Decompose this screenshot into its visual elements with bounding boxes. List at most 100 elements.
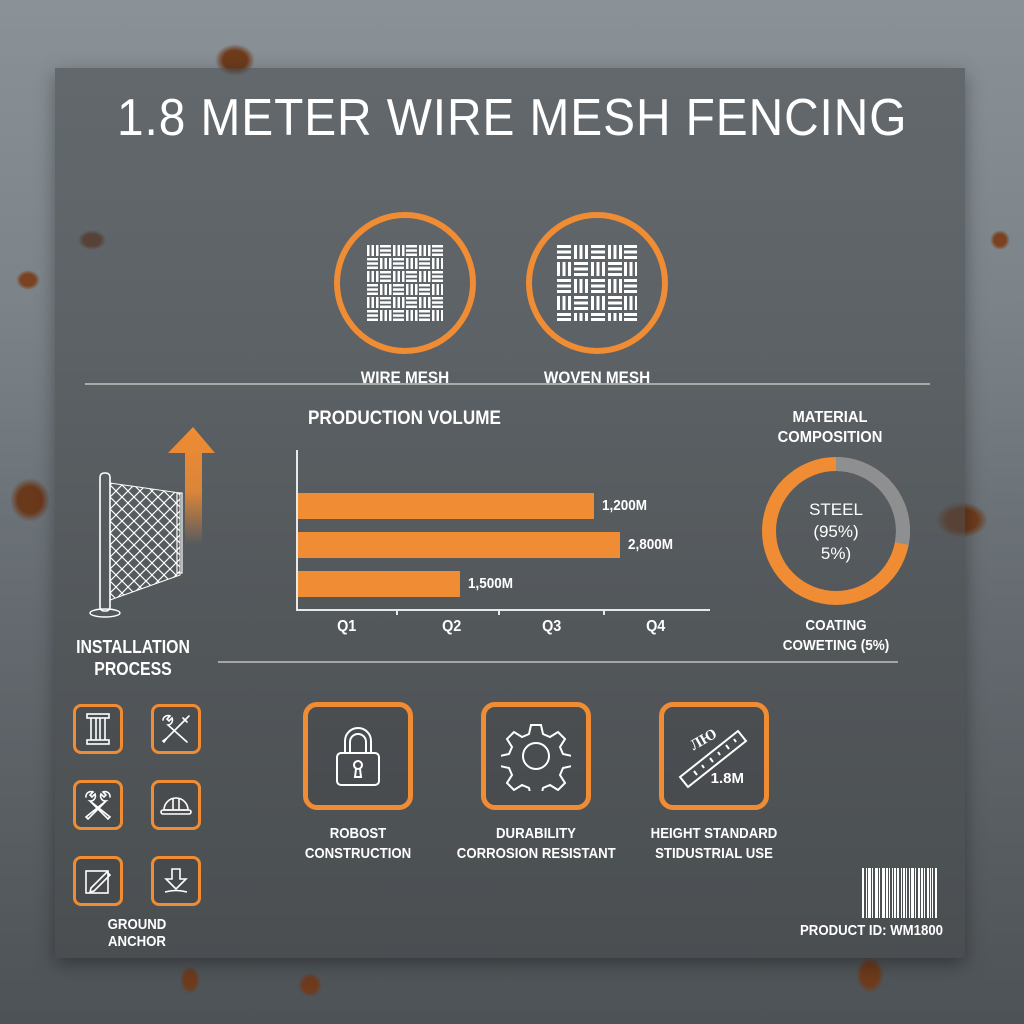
feature-box xyxy=(303,702,413,810)
chart-tick xyxy=(498,609,500,615)
page-title: 1.8 METER WIRE MESH FENCING xyxy=(117,89,908,147)
production-chart-title: PRODUCTION VOLUME xyxy=(308,408,501,429)
tool-hard-hat[interactable] xyxy=(151,780,201,830)
feature-durability: DURABILITY CORROSION RESISTANT xyxy=(446,702,626,864)
chart-bar-value: 1,500M xyxy=(468,575,514,592)
donut-legend-line2: COWETING (5%) xyxy=(782,637,890,654)
tool-crossed-wrenches[interactable] xyxy=(73,780,123,830)
barcode-stripe xyxy=(932,868,934,918)
feature-subtitle: CORROSION RESISTANT xyxy=(456,845,616,862)
tool-download[interactable] xyxy=(151,856,201,906)
barcode-stripe xyxy=(867,868,871,918)
feature-title: HEIGHT STANDARD xyxy=(650,825,778,842)
barcode-stripe xyxy=(901,868,903,918)
barcode-stripe xyxy=(909,868,911,918)
feature-text: DURABILITY CORROSION RESISTANT xyxy=(456,824,616,864)
donut-legend-line1: COATING xyxy=(805,617,867,634)
feature-box xyxy=(481,702,591,810)
feature-title: ROBOST xyxy=(329,825,387,842)
barcode-stripe xyxy=(865,868,867,918)
barcode-stripe xyxy=(879,868,881,918)
barcode-stripe xyxy=(903,868,906,918)
barcode-stripe xyxy=(891,868,893,918)
chart-x-label: Q3 xyxy=(542,618,562,635)
donut-ring xyxy=(762,457,910,605)
woven-mesh-label: WOVEN MESH xyxy=(543,368,651,387)
barcode-stripe xyxy=(926,868,930,918)
barcode-stripe xyxy=(920,868,923,918)
edit-pencil-icon xyxy=(85,870,112,894)
woven-mesh-ring xyxy=(526,212,668,354)
barcode-stripe xyxy=(888,868,890,918)
barcode-stripe xyxy=(862,868,864,918)
barcode-stripe xyxy=(923,868,925,918)
chart-tick xyxy=(396,609,398,615)
chart-bar-value: 1,200M xyxy=(602,497,648,514)
barcode-stripe xyxy=(874,868,876,918)
tool-edit[interactable] xyxy=(73,856,123,906)
chart-bar xyxy=(298,532,620,558)
barcode-stripe xyxy=(876,868,879,918)
section-divider-bottom xyxy=(218,661,898,663)
donut-center-label: STEEL (95%) 5%) xyxy=(760,499,912,565)
fence-with-mesh-icon xyxy=(89,427,215,618)
chart-bar-value: 2,800M xyxy=(628,536,674,553)
ruler-icon: ЛЮ xyxy=(678,726,748,789)
wire-mesh-label: WIRE MESH xyxy=(360,368,450,387)
tool-wrench-screwdriver[interactable] xyxy=(151,704,201,754)
feature-subtitle: STIDUSTRIAL USE xyxy=(655,845,773,862)
feature-title: DURABILITY xyxy=(496,825,576,842)
post-column-icon xyxy=(86,713,110,745)
feature-height-standard: ЛЮ 1.8M HEIGHT STANDARD STIDUSTRIAL USE xyxy=(624,702,804,864)
barcode-icon xyxy=(862,868,938,918)
height-value: 1.8M xyxy=(710,770,744,787)
crossed-wrenches-icon xyxy=(84,790,112,821)
donut-legend: COATING COWETING (5%) xyxy=(768,616,905,656)
ground-anchor-label: GROUND ANCHOR xyxy=(107,916,167,950)
chart-x-label: Q2 xyxy=(442,618,462,635)
chart-y-axis xyxy=(296,450,298,610)
production-bar-chart: 1,200M 2,800M 1,500M xyxy=(296,450,710,615)
feature-text: HEIGHT STANDARD STIDUSTRIAL USE xyxy=(635,824,793,864)
up-arrow-icon xyxy=(168,427,215,545)
section-divider-top xyxy=(85,383,930,385)
barcode-stripe xyxy=(886,868,888,918)
barcode-stripe xyxy=(896,868,900,918)
barcode-stripe xyxy=(893,868,896,918)
feature-box: ЛЮ 1.8M xyxy=(659,702,769,810)
barcode-stripe xyxy=(935,868,938,918)
barcode-stripe xyxy=(871,868,873,918)
composition-donut-chart: STEEL (95%) 5%) xyxy=(760,455,912,607)
donut-center-line1: STEEL xyxy=(809,500,863,519)
barcode-stripe xyxy=(882,868,886,918)
wire-mesh-pattern-icon xyxy=(367,245,443,321)
chart-bar xyxy=(298,493,594,519)
product-id: PRODUCT ID: WM1800 xyxy=(800,922,944,939)
donut-center-line3: 5%) xyxy=(820,544,852,563)
barcode-stripe xyxy=(906,868,908,918)
donut-center-line2: (95%) xyxy=(813,522,859,541)
mesh-type-wire: WIRE MESH xyxy=(330,212,480,388)
feature-robust-construction: ROBOST CONSTRUCTION xyxy=(268,702,448,864)
wrench-screwdriver-icon xyxy=(161,714,190,744)
composition-title-line2: COMPOSITION xyxy=(777,429,883,446)
padlock-icon xyxy=(336,727,380,786)
chart-tick xyxy=(603,609,605,615)
mesh-type-woven: WOVEN MESH xyxy=(522,212,672,388)
barcode-stripe xyxy=(917,868,920,918)
installation-label-line1: INSTALLATION xyxy=(76,637,190,657)
composition-title: MATERIAL COMPOSITION xyxy=(766,408,895,448)
gear-icon xyxy=(501,724,571,791)
composition-title-line1: MATERIAL xyxy=(792,409,868,426)
wire-mesh-ring xyxy=(334,212,476,354)
feature-subtitle: CONSTRUCTION xyxy=(304,845,412,862)
installation-label-line2: PROCESS xyxy=(94,659,172,679)
feature-text: ROBOST CONSTRUCTION xyxy=(279,824,437,864)
chart-x-label: Q4 xyxy=(646,618,666,635)
download-arrow-icon xyxy=(164,868,188,893)
chart-x-axis xyxy=(296,609,710,611)
tool-post-column[interactable] xyxy=(73,704,123,754)
hard-hat-icon xyxy=(160,797,192,815)
barcode-stripe xyxy=(911,868,914,918)
barcode-stripe xyxy=(914,868,916,918)
